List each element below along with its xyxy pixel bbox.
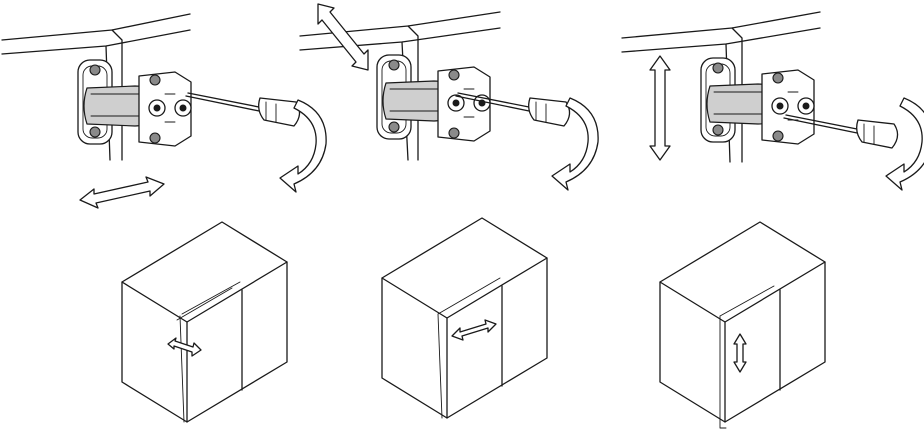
double-arrow-icon (451, 319, 497, 341)
panel-height-adjustment (621, 11, 924, 429)
cabinet-icon (121, 221, 288, 423)
cabinet-icon (381, 217, 548, 419)
cabinet-icon (659, 221, 826, 429)
double-arrow-icon (733, 333, 747, 373)
double-arrow-icon (79, 176, 165, 209)
panel-depth-adjustment (299, 3, 599, 419)
double-arrow-icon (649, 55, 671, 161)
double-arrow-icon (167, 337, 202, 357)
hinge-icon (700, 57, 815, 145)
double-arrow-icon (317, 3, 369, 71)
screwdriver-icon (185, 92, 301, 127)
hinge-icon (77, 59, 192, 147)
hinge-icon (376, 54, 491, 142)
panel-side-adjustment (1, 13, 327, 423)
